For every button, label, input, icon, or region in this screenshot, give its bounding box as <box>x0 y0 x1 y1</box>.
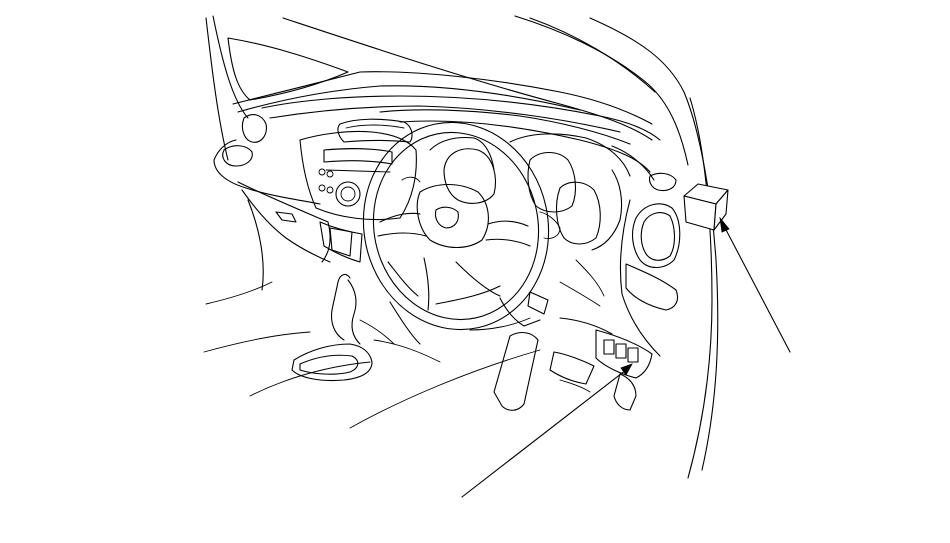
left-door-panel <box>227 37 653 125</box>
callout-leader-switch <box>461 363 633 498</box>
lower-switch-panel <box>559 317 653 379</box>
left-vent <box>213 114 321 205</box>
instrument-cluster <box>429 133 631 251</box>
callout-leader-relay <box>719 216 791 353</box>
glove-box <box>237 181 331 291</box>
relay-box <box>683 183 729 231</box>
center-stack <box>299 118 417 221</box>
pedals <box>493 331 637 411</box>
dashboard-top <box>261 95 661 173</box>
steering-column <box>389 297 541 345</box>
right-vent <box>559 145 681 357</box>
steering-wheel <box>362 121 561 331</box>
shifter-console <box>203 221 541 429</box>
